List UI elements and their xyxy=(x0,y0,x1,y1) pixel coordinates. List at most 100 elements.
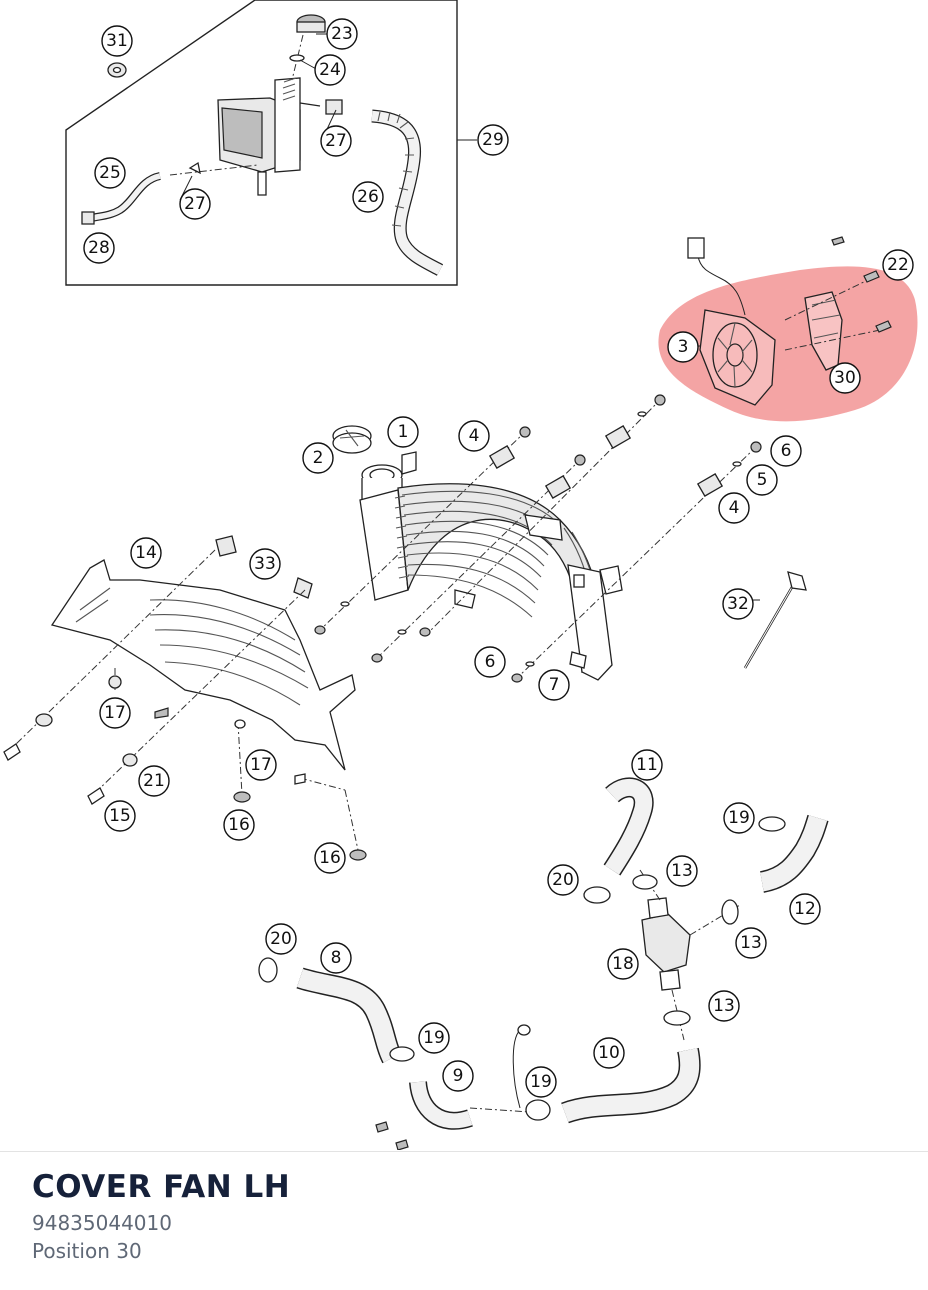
callout-21: 21 xyxy=(138,765,170,797)
callout-15: 15 xyxy=(104,800,136,832)
callout-19-c: 19 xyxy=(525,1066,557,1098)
svg-text:19: 19 xyxy=(728,808,750,828)
callout-14: 14 xyxy=(130,537,162,569)
svg-text:17: 17 xyxy=(250,755,272,775)
mounting-hardware xyxy=(314,394,762,683)
svg-text:12: 12 xyxy=(794,899,816,919)
callout-32: 32 xyxy=(722,588,754,620)
radiator-cap xyxy=(332,425,372,454)
callout-20-a: 20 xyxy=(547,864,579,896)
svg-text:10: 10 xyxy=(598,1043,620,1063)
part-number: 94835044010 xyxy=(32,1211,172,1235)
svg-text:24: 24 xyxy=(319,60,341,80)
svg-text:16: 16 xyxy=(228,815,250,835)
svg-text:4: 4 xyxy=(469,426,480,446)
callout-26: 26 xyxy=(352,181,384,213)
part-info-panel: COVER FAN LH 94835044010 Position 30 xyxy=(32,1165,290,1265)
callout-13-c: 13 xyxy=(708,990,740,1022)
radiator-cover xyxy=(50,535,356,771)
svg-text:7: 7 xyxy=(549,675,560,695)
svg-text:4: 4 xyxy=(729,498,740,518)
callout-6-b: 6 xyxy=(474,646,506,678)
callout-19-a: 19 xyxy=(723,802,755,834)
callout-29: 29 xyxy=(477,124,509,156)
svg-text:20: 20 xyxy=(552,870,574,890)
callout-22: 22 xyxy=(882,249,914,281)
svg-text:13: 13 xyxy=(740,933,762,953)
part-title: COVER FAN LH xyxy=(32,1169,291,1205)
callout-16-b: 16 xyxy=(314,842,346,874)
svg-text:13: 13 xyxy=(671,861,693,881)
svg-text:1: 1 xyxy=(398,422,409,442)
svg-text:11: 11 xyxy=(636,755,658,775)
callout-2: 2 xyxy=(302,442,334,474)
hoses-and-clamps xyxy=(258,777,829,1150)
svg-text:6: 6 xyxy=(781,441,792,461)
svg-text:5: 5 xyxy=(757,470,768,490)
callouts: 31 23 24 29 27 25 26 27 28 22 3 30 1 2 4… xyxy=(83,18,914,1098)
callout-25: 25 xyxy=(94,157,126,189)
part-position: Position 30 xyxy=(32,1239,142,1263)
callout-10: 10 xyxy=(593,1037,625,1069)
svg-text:18: 18 xyxy=(612,954,634,974)
svg-text:28: 28 xyxy=(88,238,110,258)
callout-20-b: 20 xyxy=(265,923,297,955)
callout-28: 28 xyxy=(83,232,115,264)
svg-text:25: 25 xyxy=(99,163,121,183)
svg-text:19: 19 xyxy=(423,1028,445,1048)
divider xyxy=(0,1151,928,1152)
svg-text:6: 6 xyxy=(485,652,496,672)
svg-text:26: 26 xyxy=(357,187,379,207)
svg-text:20: 20 xyxy=(270,929,292,949)
svg-text:29: 29 xyxy=(482,130,504,150)
radiator xyxy=(359,451,623,681)
callout-30: 30 xyxy=(829,362,861,394)
radiator-fins xyxy=(401,490,602,666)
callout-6-a: 6 xyxy=(770,435,802,467)
callout-8: 8 xyxy=(320,942,352,974)
svg-text:27: 27 xyxy=(325,131,347,151)
callout-3: 3 xyxy=(667,331,699,363)
svg-text:16: 16 xyxy=(319,848,341,868)
callout-27-a: 27 xyxy=(320,125,352,157)
callout-13-b: 13 xyxy=(735,927,767,959)
svg-text:15: 15 xyxy=(109,806,131,826)
fan-assembly xyxy=(658,236,918,422)
exploded-parts-diagram: 31 23 24 29 27 25 26 27 28 22 3 30 1 2 4… xyxy=(3,0,918,1150)
callout-4-a: 4 xyxy=(458,420,490,452)
callout-27-b: 27 xyxy=(179,188,211,220)
svg-text:32: 32 xyxy=(727,594,749,614)
callout-18: 18 xyxy=(607,948,639,980)
callout-17-b: 17 xyxy=(245,749,277,781)
svg-text:27: 27 xyxy=(184,194,206,214)
callout-5: 5 xyxy=(746,464,778,496)
callout-7: 7 xyxy=(538,669,570,701)
svg-text:14: 14 xyxy=(135,543,157,563)
svg-text:21: 21 xyxy=(143,771,165,791)
callout-13-a: 13 xyxy=(666,855,698,887)
svg-text:8: 8 xyxy=(331,948,342,968)
svg-text:23: 23 xyxy=(331,24,353,44)
callout-19-b: 19 xyxy=(418,1022,450,1054)
callout-11: 11 xyxy=(631,749,663,781)
expansion-tank-inset xyxy=(65,0,477,286)
callout-1: 1 xyxy=(387,416,419,448)
svg-text:19: 19 xyxy=(530,1072,552,1092)
cover-hardware xyxy=(3,549,367,861)
callout-23: 23 xyxy=(326,18,358,50)
callout-12: 12 xyxy=(789,893,821,925)
svg-text:30: 30 xyxy=(834,368,856,388)
callout-31: 31 xyxy=(101,25,133,57)
callout-4-b: 4 xyxy=(718,492,750,524)
callout-9: 9 xyxy=(442,1060,474,1092)
svg-text:17: 17 xyxy=(104,703,126,723)
callout-24: 24 xyxy=(314,54,346,86)
callout-17-a: 17 xyxy=(99,697,131,729)
svg-text:33: 33 xyxy=(254,554,276,574)
callout-16-a: 16 xyxy=(223,809,255,841)
callout-33: 33 xyxy=(249,548,281,580)
svg-text:2: 2 xyxy=(313,448,324,468)
svg-text:22: 22 xyxy=(887,255,909,275)
probe-32 xyxy=(743,571,807,669)
svg-text:13: 13 xyxy=(713,996,735,1016)
